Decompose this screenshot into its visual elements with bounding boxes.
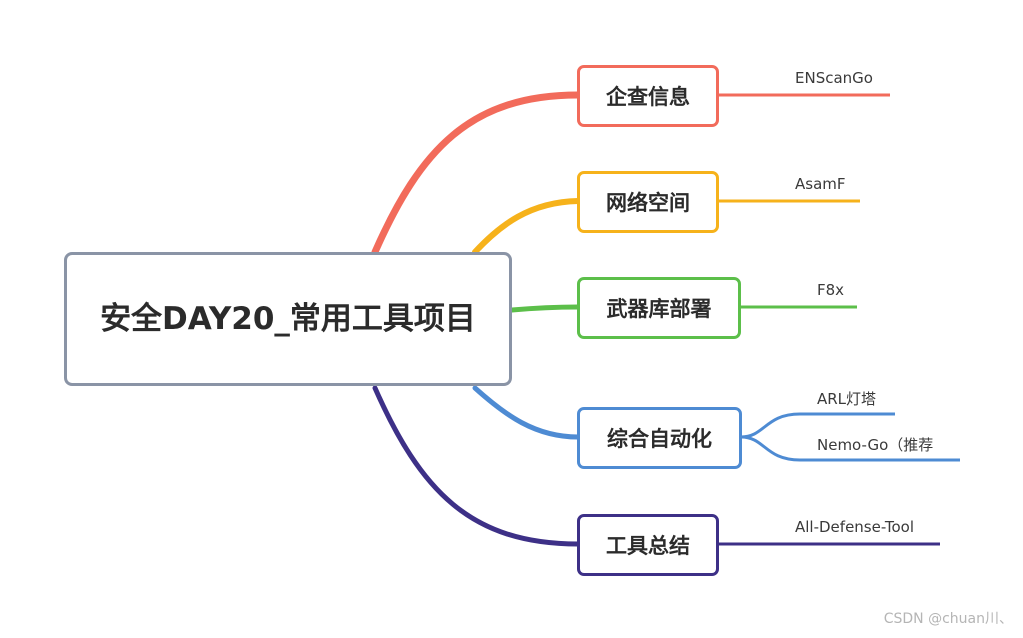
branch-label: 企查信息 (606, 85, 690, 109)
leaf-arl-lighthouse[interactable]: ARL灯塔 (817, 390, 877, 408)
branch-integrated-automation[interactable]: 综合自动化 (577, 407, 742, 469)
link-root-to-wuqiku (509, 304, 581, 313)
branch-network-space[interactable]: 网络空间 (577, 171, 719, 233)
branch-label: 工具总结 (606, 534, 690, 558)
root-title: 安全DAY20_常用工具项目 (100, 301, 476, 337)
link-root-to-qicha (371, 91, 582, 256)
watermark: CSDN @chuan川、 (883, 611, 1013, 627)
branch-label: 综合自动化 (607, 427, 712, 451)
branch-label: 网络空间 (606, 191, 690, 215)
link-root-to-zonghe (472, 385, 581, 440)
root-topic[interactable]: 安全DAY20_常用工具项目 (64, 252, 512, 386)
link-zonghe-to-arl (740, 412, 895, 439)
link-root-to-gongju (372, 385, 581, 547)
link-root-to-wangluo (472, 198, 581, 255)
branch-label: 武器库部署 (606, 297, 712, 321)
branch-arsenal-deploy[interactable]: 武器库部署 (577, 277, 741, 339)
link-zonghe-to-nemo (740, 435, 960, 462)
branch-qicha-info[interactable]: 企查信息 (577, 65, 719, 127)
leaf-asamf[interactable]: AsamF (795, 175, 846, 193)
branch-tool-summary[interactable]: 工具总结 (577, 514, 719, 576)
leaf-enscango[interactable]: ENScanGo (795, 69, 873, 87)
leaf-nemo-go[interactable]: Nemo-Go（推荐 (817, 436, 934, 454)
leaf-all-defense-tool[interactable]: All-Defense-Tool (795, 518, 915, 536)
leaf-f8x[interactable]: F8x (817, 281, 845, 299)
